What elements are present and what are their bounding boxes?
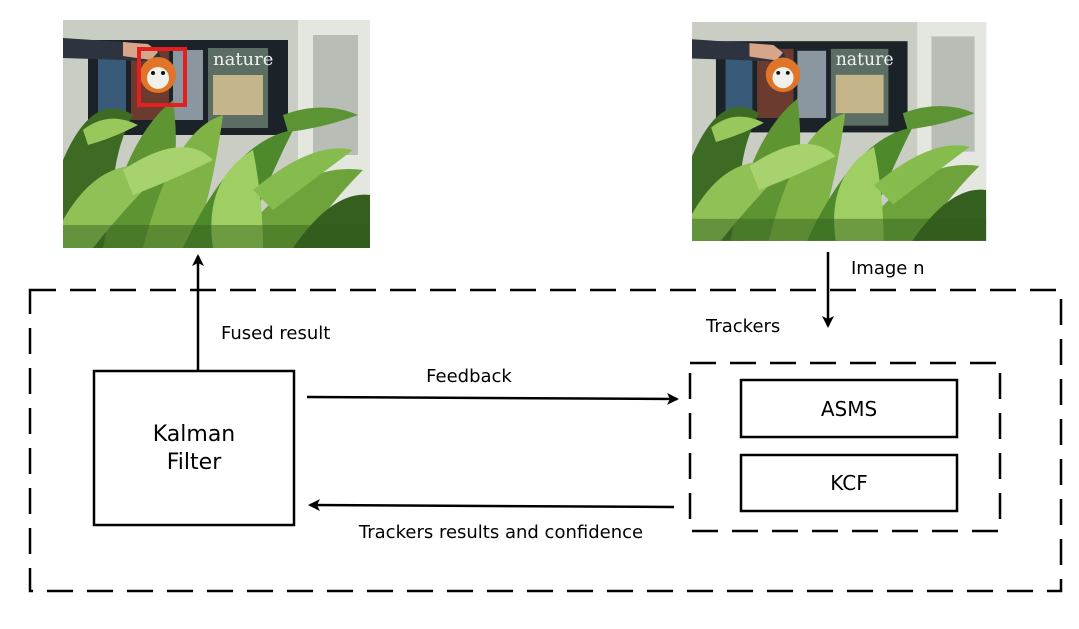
feedback-label: Feedback (426, 366, 512, 387)
fused-result-label: Fused result (221, 323, 330, 344)
image-input-label: Image n (851, 258, 925, 279)
tracker-box-kcf (739, 453, 959, 513)
system-boundary (28, 288, 1063, 593)
trackers-group-label: Trackers (705, 316, 780, 337)
tracker-node-asms: ASMS (739, 378, 959, 439)
kalman-filter-label-line1: Kalman (153, 422, 236, 447)
tracker-results-label: Trackers results and confidence (358, 522, 643, 543)
tracker-node-kcf: KCF (739, 453, 959, 513)
kalman-filter-label-line2: Filter (167, 450, 222, 475)
kalman-filter-box (92, 369, 296, 527)
tracker-box-asms (739, 378, 959, 439)
output-frame-image (63, 20, 370, 248)
feedback-arrow (306, 392, 679, 405)
tracking-bounding-box (137, 47, 187, 107)
tracker-results-arrow (308, 499, 675, 512)
tracker-label-asms: ASMS (821, 397, 877, 421)
input-frame-image (692, 22, 987, 241)
kalman-filter-node: Kalman Filter (92, 369, 296, 527)
tracker-label-kcf: KCF (830, 471, 868, 495)
